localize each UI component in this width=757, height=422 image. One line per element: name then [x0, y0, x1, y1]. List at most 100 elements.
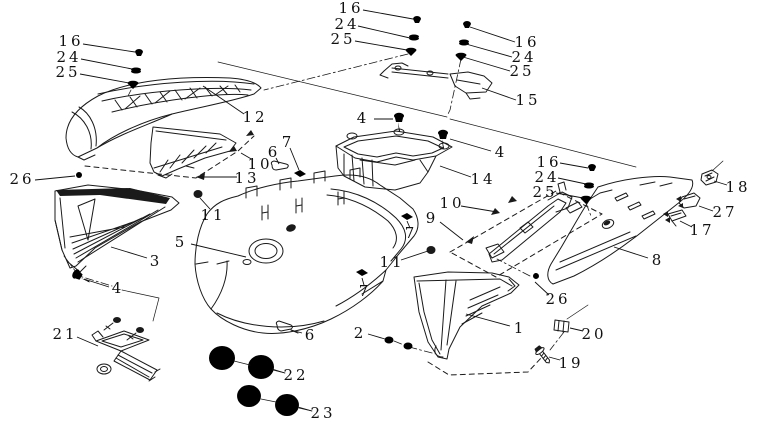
part-15-upper-bracket	[379, 62, 493, 100]
part-22-grommet	[209, 346, 235, 370]
callout-label-15: 15	[515, 91, 540, 109]
callout-leader	[80, 58, 133, 70]
callout-leader	[202, 85, 245, 115]
callout-label-7: 7	[405, 224, 418, 242]
axis-line	[496, 258, 531, 277]
callout-leader	[289, 147, 300, 171]
callout-label-25: 25	[509, 62, 534, 80]
part-5-center-body-panel	[194, 167, 419, 334]
assembly-dash-line	[84, 135, 255, 179]
callout-leader	[439, 221, 464, 241]
callout-leader	[548, 356, 561, 361]
part-1-right-side-panel	[413, 271, 520, 360]
callout-leader	[406, 220, 411, 229]
disc-link-line	[260, 398, 277, 403]
callout-label-25: 25	[55, 63, 80, 81]
callout-label-11: 11	[379, 253, 404, 271]
part-26-screw	[528, 271, 541, 283]
callout-leader	[367, 333, 386, 340]
callout-label-10: 10	[247, 155, 272, 173]
part-26-screw	[76, 172, 86, 178]
part-13-front-panel	[149, 126, 237, 179]
callout-leader	[462, 56, 511, 72]
callout-leader	[469, 26, 516, 43]
callout-label-14: 14	[470, 170, 495, 188]
callout-label-8: 8	[652, 251, 665, 269]
callout-label-19: 19	[558, 354, 583, 372]
callout-leader	[354, 40, 408, 51]
callout-leader	[271, 368, 286, 374]
axis-line	[427, 356, 543, 376]
callout-leader	[361, 277, 365, 286]
callout-label-13: 13	[234, 169, 259, 187]
callout-leader	[559, 162, 589, 169]
callout-leader	[199, 197, 211, 210]
part-11-grommet	[193, 190, 203, 198]
callout-label-24: 24	[511, 48, 536, 66]
callout-label-6: 6	[305, 326, 318, 344]
artwork	[54, 12, 724, 417]
axis-line	[449, 118, 637, 168]
callout-label-26: 26	[9, 170, 34, 188]
part-12-front-fender	[65, 77, 262, 161]
callout-label-4: 4	[495, 143, 508, 161]
callout-leader	[357, 25, 411, 39]
callout-leader	[439, 165, 472, 178]
callout-leader	[34, 175, 76, 181]
axis-line	[217, 61, 448, 118]
part-4-screw	[394, 112, 404, 132]
callout-label-4: 4	[112, 279, 125, 297]
callout-leader	[297, 406, 313, 412]
part-27-bracket	[676, 192, 701, 209]
callout-label-5: 5	[175, 233, 188, 251]
axis-line	[121, 289, 160, 322]
callout-leader	[679, 220, 693, 228]
axis-line	[549, 331, 565, 351]
callout-label-27: 27	[712, 203, 737, 221]
callout-label-16: 16	[514, 33, 539, 51]
callout-leader	[76, 336, 99, 347]
axis-line	[263, 53, 409, 91]
callout-label-23: 23	[310, 404, 335, 422]
part-11-grommet	[426, 246, 436, 254]
callout-label-24: 24	[334, 15, 359, 33]
callout-label-16: 16	[536, 153, 561, 171]
callout-leader	[698, 205, 714, 212]
callout-leader	[275, 157, 280, 165]
callout-label-26: 26	[545, 290, 570, 308]
part-8-rear-fender	[547, 176, 694, 285]
axis-line	[446, 58, 462, 117]
callout-label-3: 3	[150, 252, 163, 270]
callout-leader	[82, 43, 136, 53]
part-14-storage-box	[335, 128, 453, 191]
callout-label-11: 11	[200, 206, 225, 224]
callout-label-4: 4	[357, 109, 370, 127]
callout-leader	[481, 87, 517, 101]
part-22-grommet	[248, 355, 274, 379]
callout-leader	[79, 73, 130, 84]
callout-label-12: 12	[242, 108, 267, 126]
axis-line	[127, 89, 132, 97]
part-19-bolt	[534, 345, 551, 364]
callout-leader	[534, 281, 550, 296]
callout-leader	[465, 313, 511, 327]
callout-label-16: 16	[58, 32, 83, 50]
axis-line	[393, 340, 437, 355]
callout-leader	[110, 246, 148, 259]
callout-leader	[569, 327, 584, 332]
part-20-clip	[553, 304, 589, 333]
callout-label-20: 20	[581, 325, 606, 343]
callout-leader	[362, 9, 414, 20]
callout-leader	[613, 246, 649, 259]
callout-label-10: 10	[439, 194, 464, 212]
callout-label-7: 7	[359, 282, 372, 300]
callout-label-22: 22	[283, 366, 308, 384]
callout-label-21: 21	[52, 325, 77, 343]
callout-leader	[557, 177, 587, 185]
assembly-dash-box	[449, 190, 603, 278]
callout-label-1: 1	[514, 319, 527, 337]
part-23-grommet	[237, 384, 261, 408]
